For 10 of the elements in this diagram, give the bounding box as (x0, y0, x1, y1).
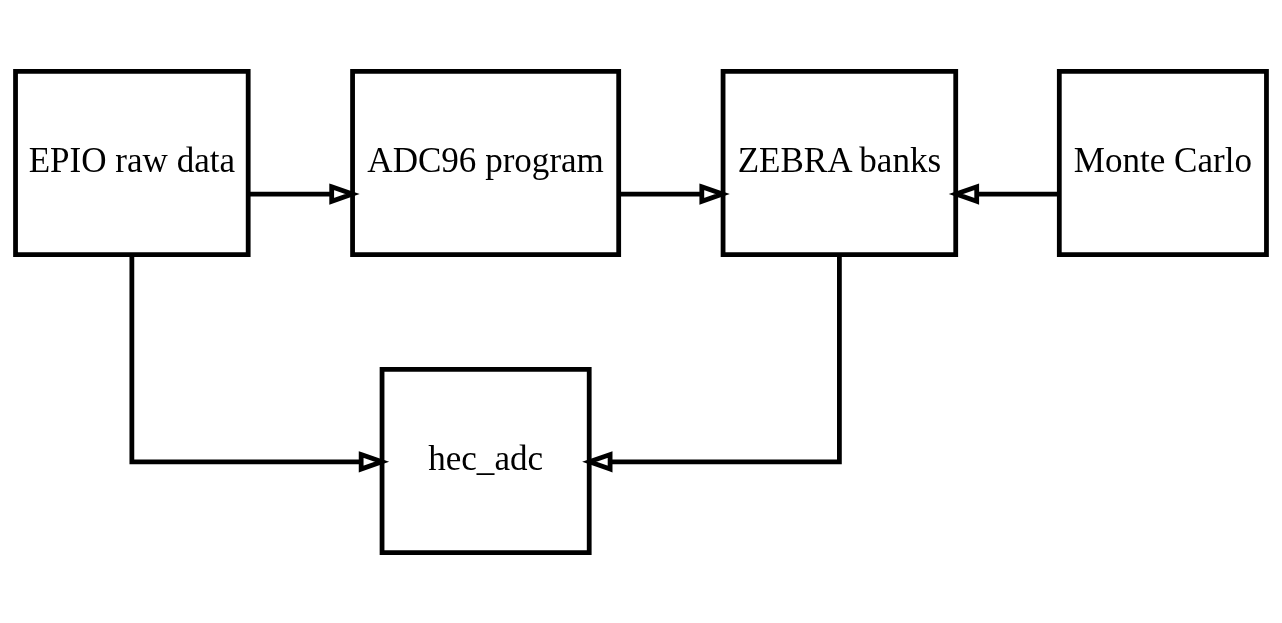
arrow (129, 254, 390, 472)
arrow (248, 182, 360, 205)
node-box: EPIO raw data (13, 68, 251, 257)
arrow (582, 254, 842, 472)
node-box: ADC96 program (350, 68, 622, 257)
arrow (948, 182, 1060, 205)
node-box: Monte Carlo (1056, 68, 1269, 257)
node-box: ZEBRA banks (720, 68, 959, 257)
node-box: hec_adc (379, 366, 592, 555)
arrow (618, 182, 730, 205)
